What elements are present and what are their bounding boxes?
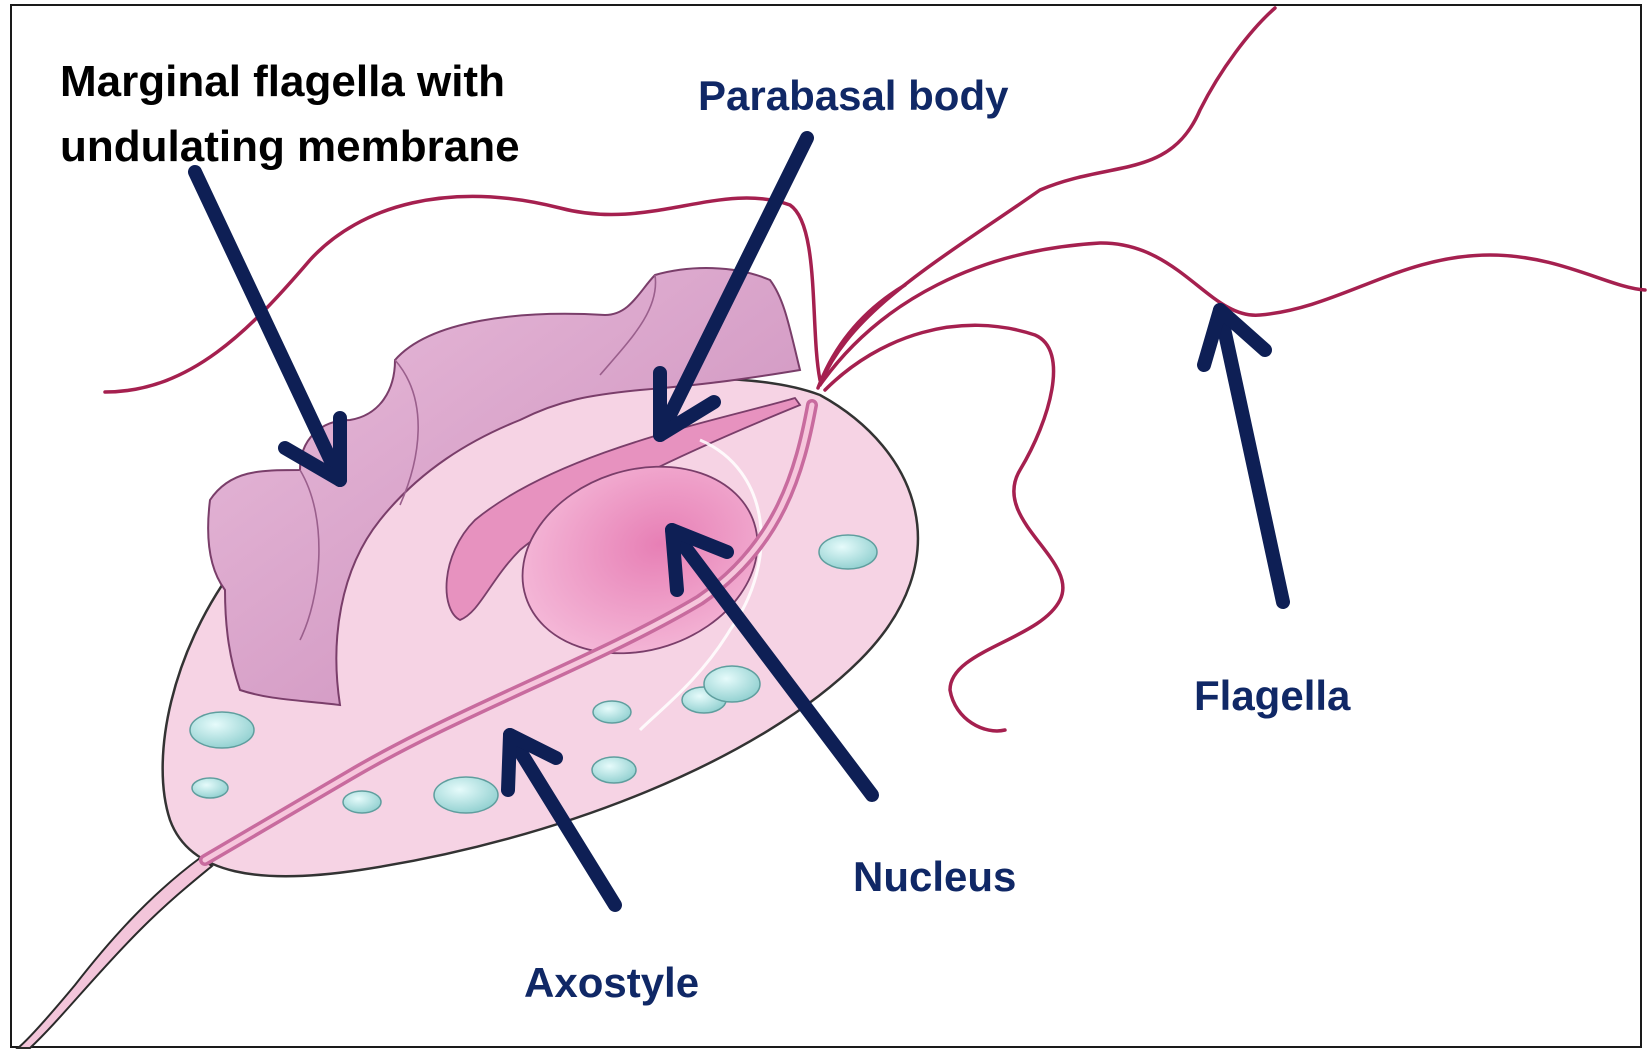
vacuole [192, 778, 228, 798]
label-parabasal-body: Parabasal body [698, 72, 1009, 119]
label-flagella: Flagella [1194, 672, 1351, 719]
vacuole [343, 791, 381, 813]
vacuole [434, 777, 498, 813]
vacuole [704, 666, 760, 702]
label-nucleus: Nucleus [853, 853, 1016, 900]
label-marginal-flagella-line2: undulating membrane [60, 122, 520, 171]
vacuole [819, 535, 877, 569]
vacuole [592, 757, 636, 783]
label-axostyle: Axostyle [524, 959, 699, 1006]
vacuole [593, 701, 631, 723]
vacuole [190, 712, 254, 748]
label-marginal-flagella-line1: Marginal flagella with [60, 57, 505, 106]
